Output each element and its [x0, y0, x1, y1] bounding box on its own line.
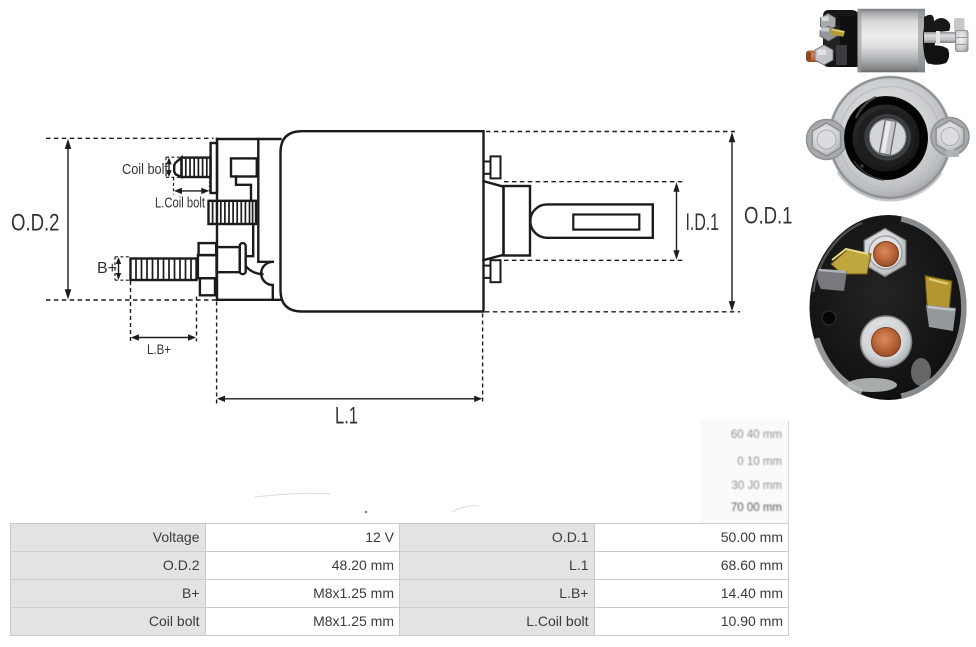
svg-text:L.1: L.1 — [335, 403, 358, 430]
svg-text:L.Coil bolt: L.Coil bolt — [155, 195, 206, 212]
svg-text:O.D.1: O.D.1 — [744, 203, 793, 230]
svg-text:Coil bolt: Coil bolt — [122, 161, 169, 178]
svg-text:L.B+: L.B+ — [147, 341, 171, 357]
svg-text:B+: B+ — [97, 260, 117, 277]
svg-text:O.D.2: O.D.2 — [11, 210, 60, 237]
svg-text:I.D.1: I.D.1 — [686, 209, 720, 236]
